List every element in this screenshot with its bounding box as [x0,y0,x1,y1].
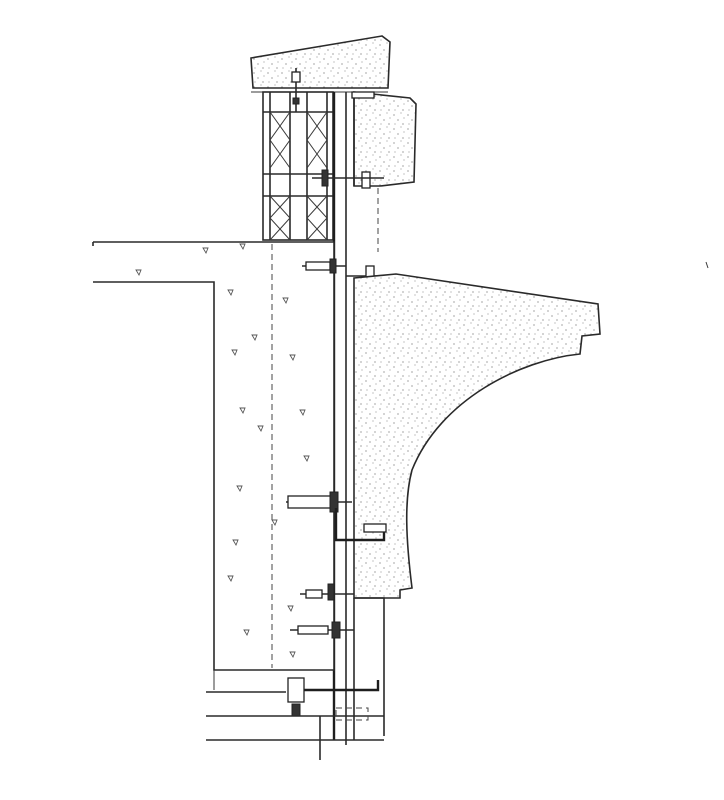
steel-mullion [332,92,347,745]
top-anchor [291,68,384,189]
coping-stone [250,35,391,89]
lower-stone-panel [354,597,385,736]
parapet-truss [262,91,334,241]
cornice-stone [353,273,601,599]
mid-anchor [286,491,387,542]
lower-anchors [290,583,354,639]
concrete-structure [92,241,335,671]
bottom-bracket [206,670,384,760]
